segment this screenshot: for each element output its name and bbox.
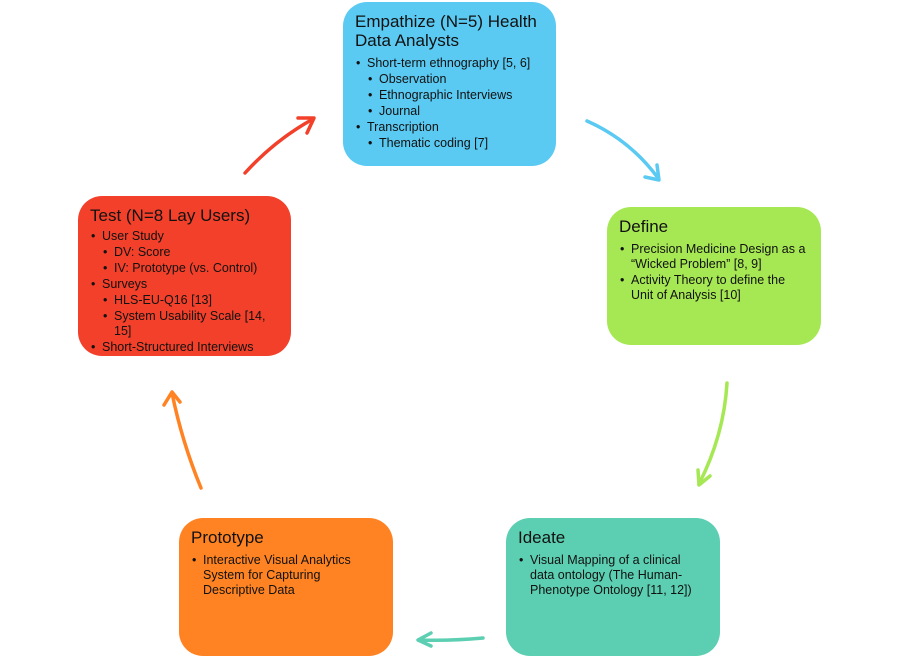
sub-bullet-item: Journal (367, 104, 544, 119)
bullet-item: Short-Structured Interviews (90, 340, 279, 355)
bullet-item: Interactive Visual Analytics System for … (191, 553, 381, 598)
sub-bullet-item: DV: Score (102, 245, 279, 260)
sub-bullet-item: IV: Prototype (vs. Control) (102, 261, 279, 276)
stage-item-list: Precision Medicine Design as a “Wicked P… (619, 242, 809, 303)
stage-item-list: Short-term ethnography [5, 6]Observation… (355, 56, 544, 151)
stage-test: Test (N=8 Lay Users) User StudyDV: Score… (78, 196, 291, 356)
bullet-item: Transcription (355, 120, 544, 135)
stage-item-list: Visual Mapping of a clinical data ontolo… (518, 553, 708, 598)
arrow-prototype-to-test (162, 390, 203, 490)
arrow-test-to-empathize (243, 116, 316, 175)
arrow-define-to-ideate (696, 381, 729, 487)
stage-title: Empathize (N=5) Health Data Analysts (355, 12, 537, 50)
stage-empathize: Empathize (N=5) Health Data Analysts Sho… (343, 2, 556, 166)
stage-ideate: Ideate Visual Mapping of a clinical data… (506, 518, 720, 656)
bullet-item: Activity Theory to define the Unit of An… (619, 273, 809, 303)
stage-title: Test (N=8 Lay Users) (90, 206, 251, 225)
sub-bullet-item: Ethnographic Interviews (367, 88, 544, 103)
arrow-ideate-to-prototype (416, 631, 485, 648)
bullet-item: Visual Mapping of a clinical data ontolo… (518, 553, 708, 598)
sub-bullet-item: Thematic coding [7] (367, 136, 544, 151)
stage-title: Define (619, 217, 669, 236)
bullet-item: Short-term ethnography [5, 6] (355, 56, 544, 71)
arrow-empathize-to-define (585, 119, 661, 182)
sub-bullet-item: HLS-EU-Q16 [13] (102, 293, 279, 308)
sub-bullet-item: System Usability Scale [14, 15] (102, 309, 279, 339)
bullet-item: Surveys (90, 277, 279, 292)
stage-define: Define Precision Medicine Design as a “W… (607, 207, 821, 345)
sub-bullet-item: Observation (367, 72, 544, 87)
bullet-item: User Study (90, 229, 279, 244)
bullet-item: Precision Medicine Design as a “Wicked P… (619, 242, 809, 272)
stage-title: Ideate (518, 528, 566, 547)
stage-prototype: Prototype Interactive Visual Analytics S… (179, 518, 393, 656)
stage-item-list: Interactive Visual Analytics System for … (191, 553, 381, 598)
stage-title: Prototype (191, 528, 264, 547)
stage-item-list: User StudyDV: ScoreIV: Prototype (vs. Co… (90, 229, 279, 355)
